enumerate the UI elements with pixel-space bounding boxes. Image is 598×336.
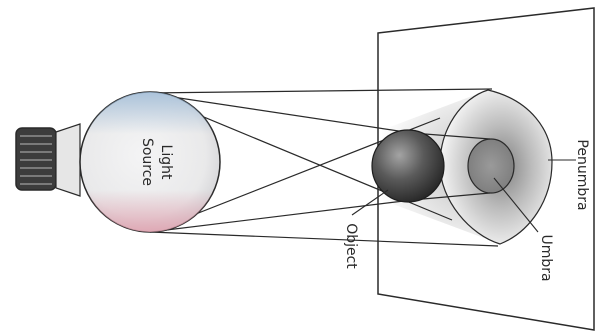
light-source-label-line1: Light xyxy=(158,145,174,180)
bulb-base-icon xyxy=(16,124,80,196)
object-label: Object xyxy=(343,223,359,269)
umbra-label: Umbra xyxy=(538,234,554,281)
penumbra-label: Penumbra xyxy=(574,139,590,210)
object-sphere xyxy=(372,130,444,202)
umbra-shadow xyxy=(468,139,514,193)
light-source-label-line2: Source xyxy=(139,138,155,186)
